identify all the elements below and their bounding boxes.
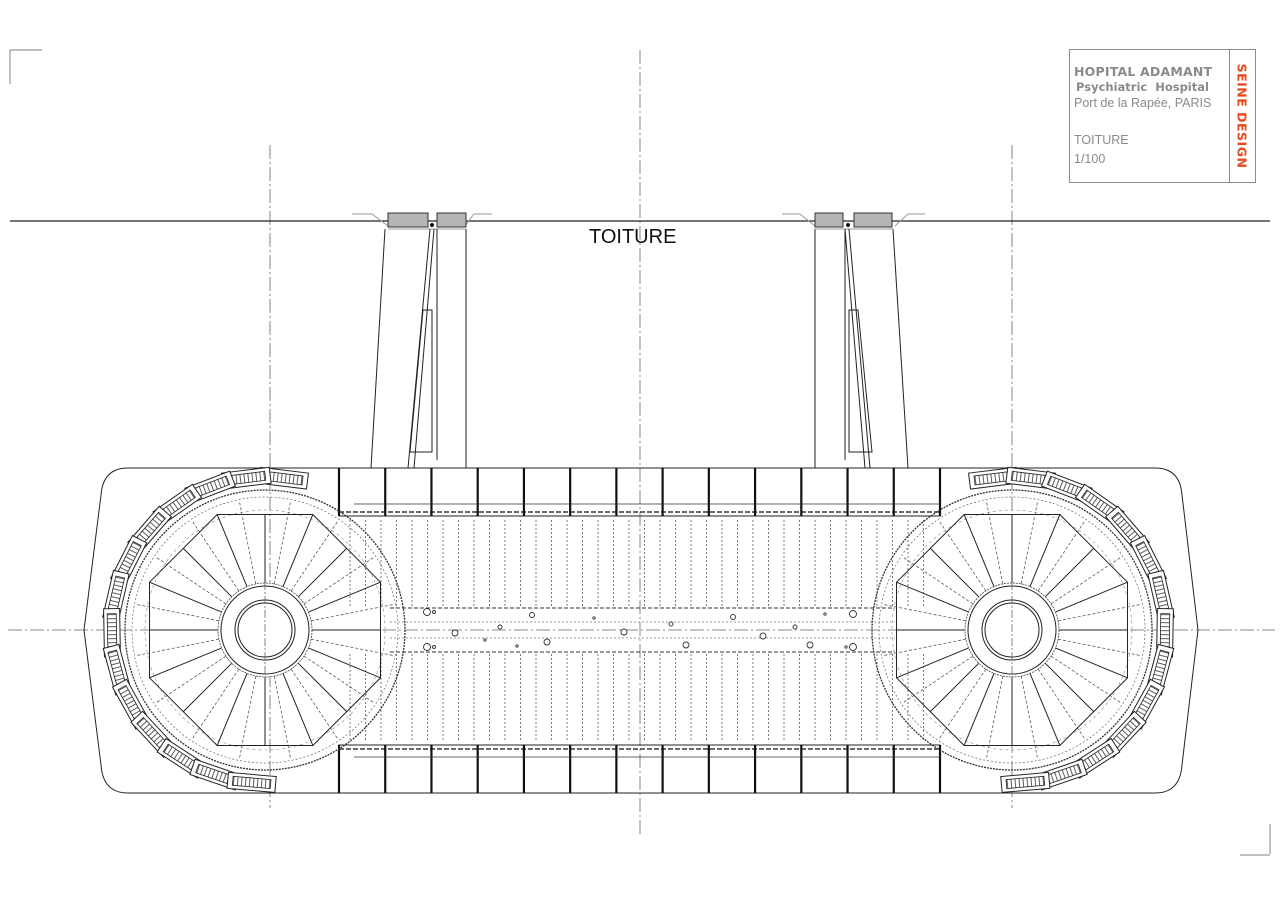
rotundas xyxy=(102,466,1175,794)
title-block-brand-strip: SEINE DESIGN xyxy=(1228,50,1255,182)
project-location: Port de la Rapée, PARIS xyxy=(1074,96,1212,110)
drawing-scale: 1/100 xyxy=(1074,152,1106,166)
central-spine xyxy=(390,607,895,653)
hull-outline xyxy=(83,467,1199,794)
rotunda-east xyxy=(871,466,1175,794)
gangway-west xyxy=(352,212,492,469)
level-label: TOITURE xyxy=(589,226,677,248)
solar-panel xyxy=(226,771,277,794)
roof-bays xyxy=(337,467,942,794)
solar-panel xyxy=(1000,771,1051,794)
rotunda-west xyxy=(102,466,406,794)
roof-slats xyxy=(349,520,924,741)
gangway-east xyxy=(782,212,925,469)
project-type: Psychiatric Hospital xyxy=(1076,80,1209,94)
title-block-main: HOPITAL ADAMANT Psychiatric Hospital Por… xyxy=(1070,50,1230,182)
sheet-title: TOITURE xyxy=(1074,133,1129,147)
title-block: HOPITAL ADAMANT Psychiatric Hospital Por… xyxy=(1069,49,1256,183)
sheet-corner-marks xyxy=(9,49,1271,856)
designer-brand: SEINE DESIGN xyxy=(1234,63,1249,169)
project-name: HOPITAL ADAMANT xyxy=(1074,64,1213,79)
roof-vents xyxy=(423,608,857,651)
